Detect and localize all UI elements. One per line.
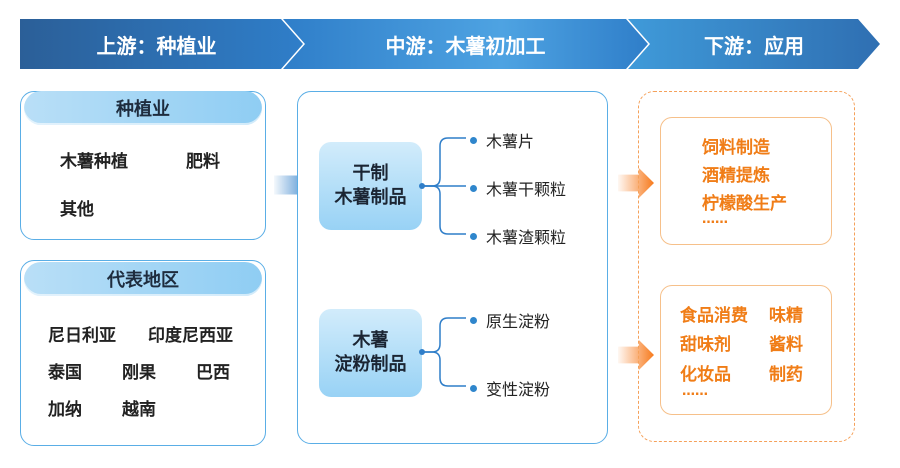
planting-item-fertilizer: 肥料 — [186, 152, 220, 172]
planting-item-cassava: 木薯种植 — [60, 152, 128, 172]
app-msg: 味精 — [769, 306, 803, 326]
connector-dot-dried — [419, 183, 425, 189]
connector-dot-starch — [419, 349, 425, 355]
region-ghana: 加纳 — [48, 400, 82, 420]
region-brazil: 巴西 — [196, 363, 230, 383]
starch-item-modified: 变性淀粉 — [470, 376, 550, 400]
app-pharma: 制药 — [769, 365, 803, 385]
app-sauce: 酱料 — [769, 335, 803, 355]
bullet-icon — [470, 136, 477, 144]
connector-starch-top — [422, 317, 466, 353]
downstream-panel — [638, 91, 855, 442]
planting-title: 种植业 — [24, 91, 262, 125]
app-cosmetics: 化妆品 — [680, 365, 731, 385]
application-group-2 — [660, 285, 832, 415]
header-midstream: 中游：木薯初加工 — [283, 19, 648, 69]
application-group-1 — [660, 117, 832, 245]
dried-item-residue-pellets: 木薯渣颗粒 — [470, 224, 566, 248]
region-nigeria: 尼日利亚 — [48, 326, 116, 346]
app-ellipsis-2: …… — [682, 384, 708, 399]
bullet-icon — [470, 384, 477, 392]
app-citric-acid: 柠檬酸生产 — [702, 194, 787, 214]
dried-item-chips: 木薯片 — [470, 128, 534, 152]
starch-item-native: 原生淀粉 — [470, 308, 550, 332]
planting-item-other: 其他 — [60, 200, 94, 220]
regions-title: 代表地区 — [24, 262, 262, 296]
bullet-icon — [470, 232, 477, 240]
connector-dried-top — [422, 137, 466, 187]
connector-starch-bottom — [422, 351, 466, 387]
bullet-icon — [470, 184, 477, 192]
bullet-icon — [470, 316, 477, 324]
app-food: 食品消费 — [680, 306, 748, 326]
app-sweetener: 甜味剂 — [680, 335, 731, 355]
app-feed: 饲料制造 — [702, 138, 770, 158]
starch-products-box: 木薯 淀粉制品 — [319, 309, 422, 397]
app-ellipsis-1: …… — [702, 212, 728, 227]
header-downstream: 下游：应用 — [628, 19, 880, 69]
app-alcohol: 酒精提炼 — [702, 166, 770, 186]
region-congo: 刚果 — [122, 363, 156, 383]
dried-item-pellets: 木薯干颗粒 — [470, 176, 566, 200]
region-thailand: 泰国 — [48, 363, 82, 383]
dried-products-box: 干制 木薯制品 — [319, 142, 422, 230]
region-indonesia: 印度尼西亚 — [148, 326, 233, 346]
connector-dried-bottom — [422, 185, 466, 235]
region-vietnam: 越南 — [122, 400, 156, 420]
header-upstream: 上游：种植业 — [20, 19, 303, 69]
